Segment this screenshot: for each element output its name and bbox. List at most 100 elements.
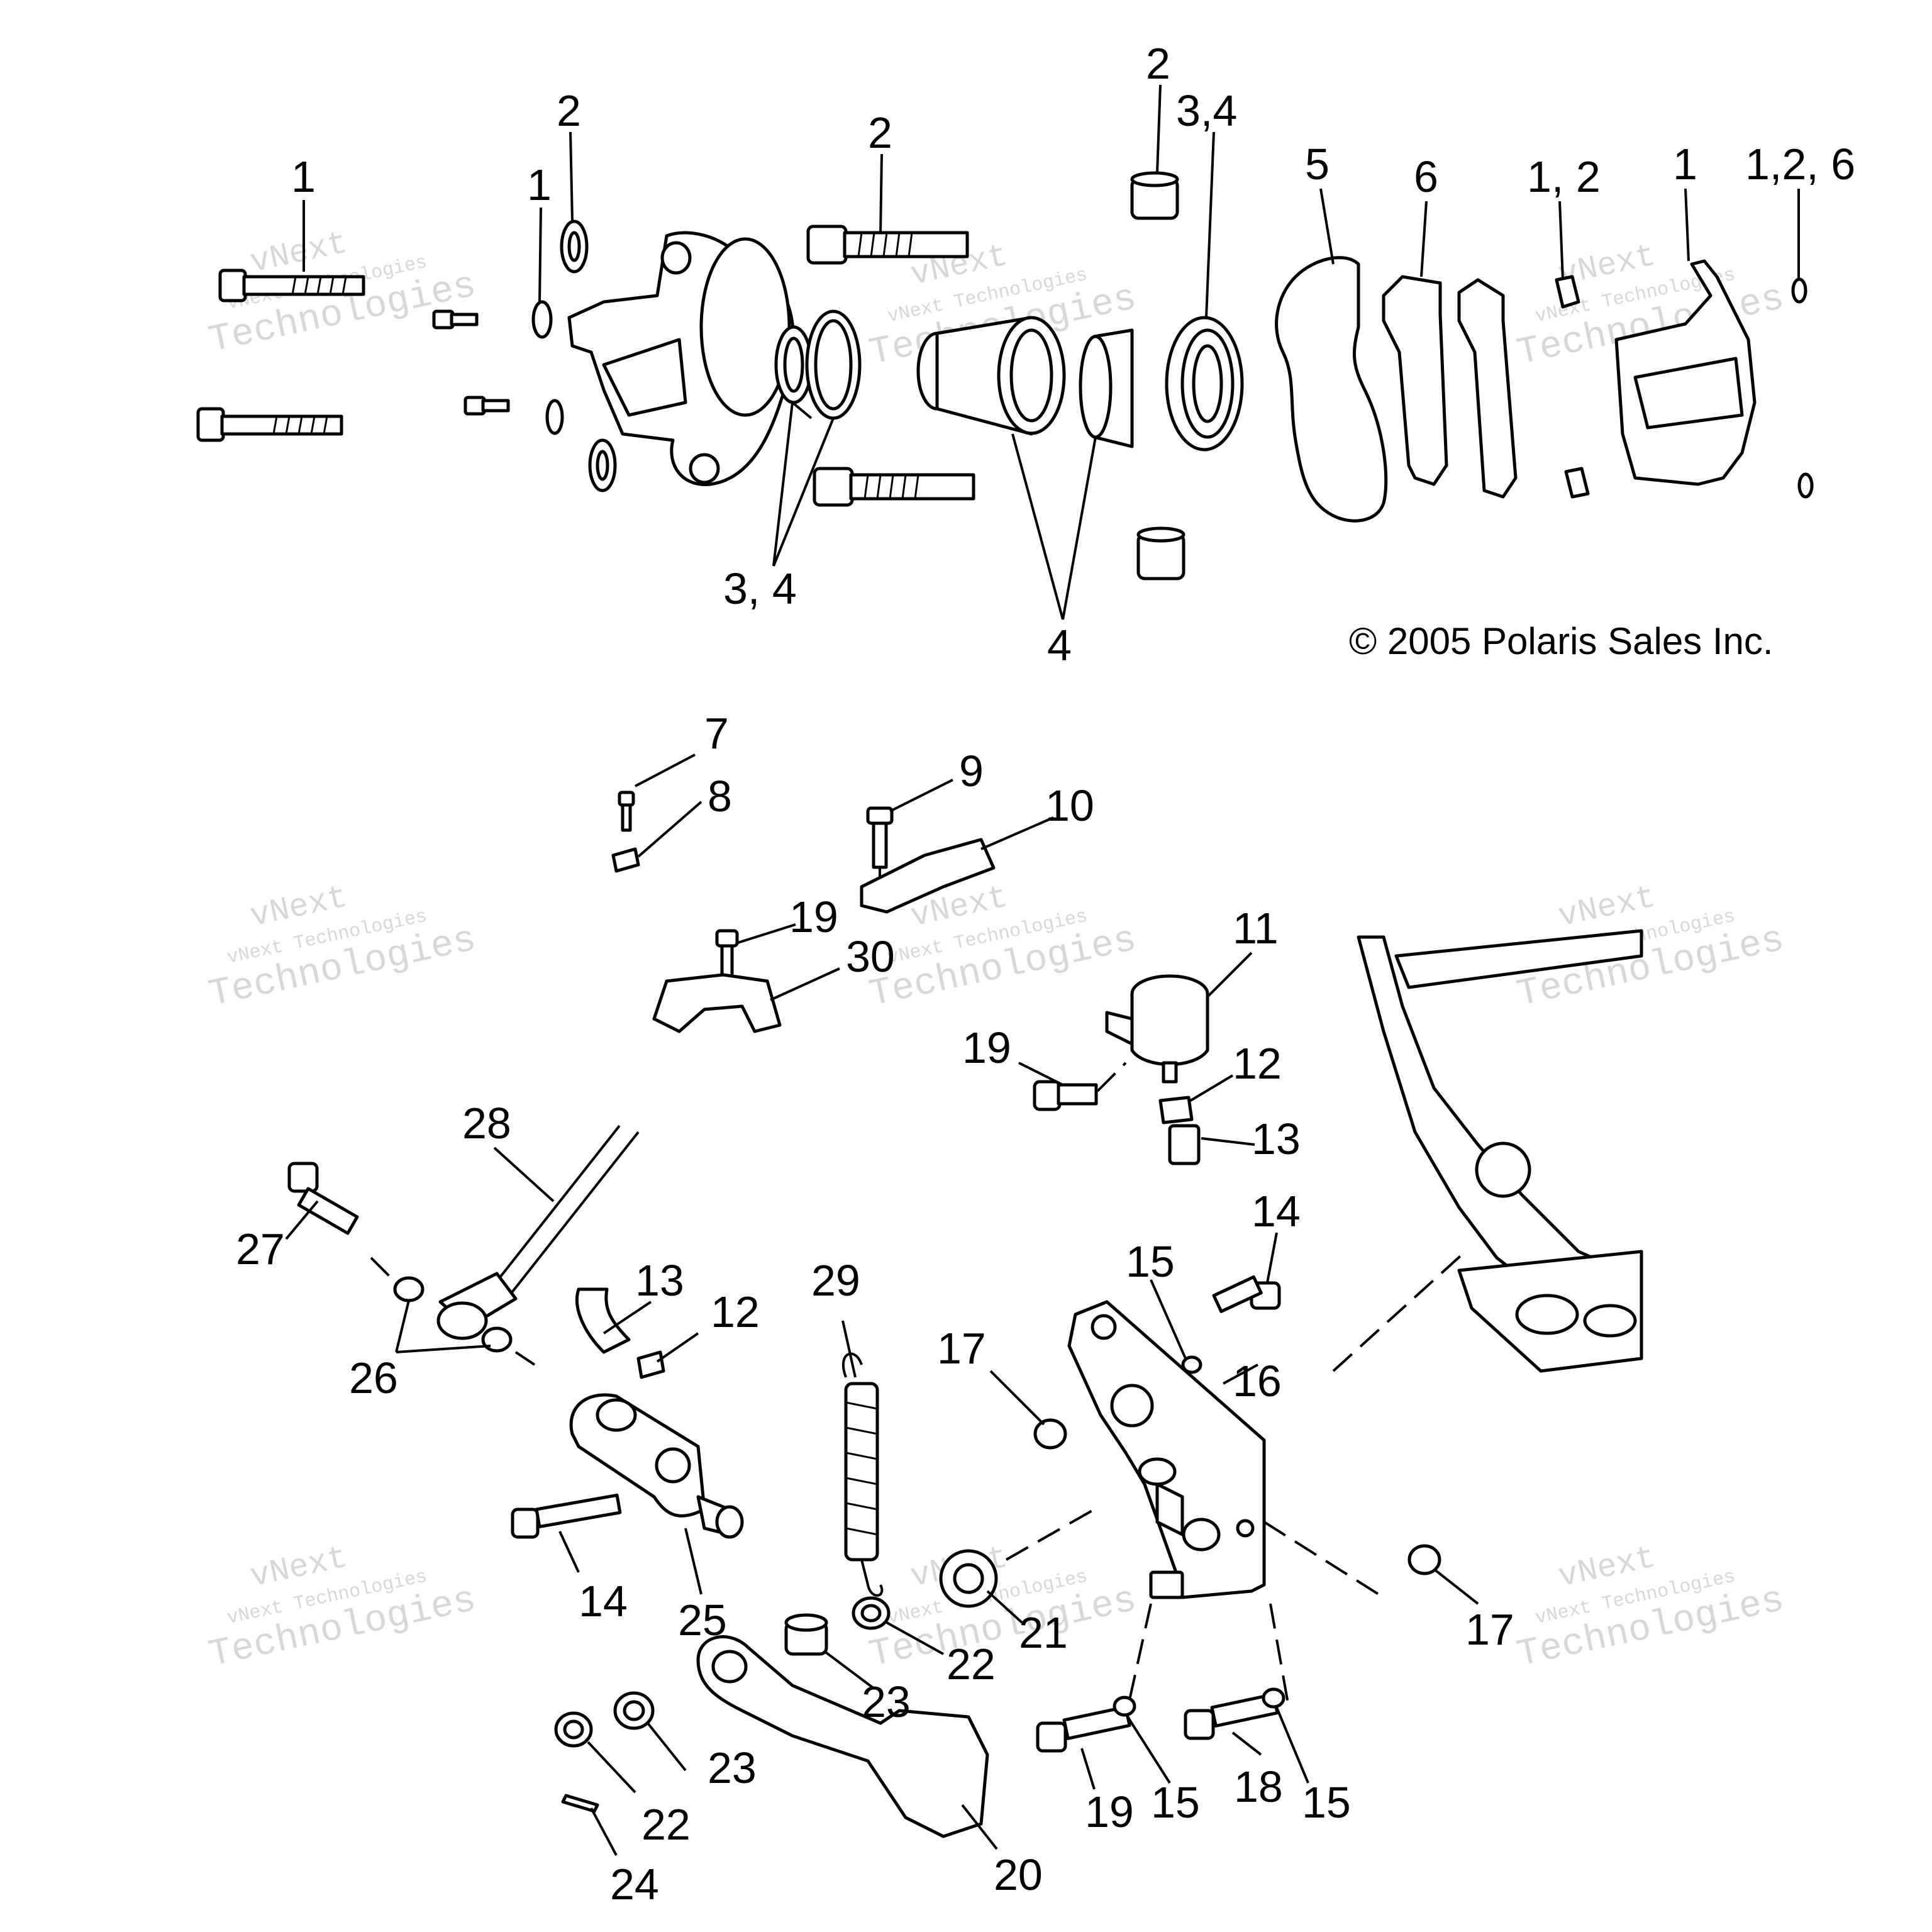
flange-nut [1407,1544,1441,1575]
pedal-bracket [1067,1300,1266,1599]
pivot-bushing [784,1613,828,1656]
sleeve [1564,467,1590,499]
assembly-line [1269,1603,1291,1711]
hose-clamp [1158,1096,1194,1124]
bolt-19-upper [715,929,739,979]
large-seal [1192,344,1223,423]
callout-label: 17 [937,1324,986,1373]
callout-label: 23 [862,1677,911,1726]
bleeder-valve [432,309,479,330]
callout-label: 10 [1045,781,1094,830]
callout-label: 2 [557,86,581,135]
torsion-spring [939,1549,998,1608]
watermark: vNext vNext Technologies Technologies [205,1539,480,1677]
washer-22 [563,1719,584,1740]
callout-label: 20 [994,1850,1043,1899]
bolt-19-reservoir [1033,1062,1127,1111]
callout-label: 7 [704,709,729,758]
callout-label: 1, 2 [1527,152,1601,201]
cotter-pin [561,1794,599,1813]
callout-label: 8 [708,772,732,821]
hose-clamp-lower [636,1350,665,1379]
washer-15 [1113,1696,1136,1717]
callout-label: 22 [641,1800,691,1849]
callout-label: 2 [1146,39,1170,88]
callout-label: 19 [789,892,838,941]
crush-washer [481,1326,513,1353]
bracket-bolt [1212,1275,1281,1313]
watermark: vNext vNext Technologies Technologies [205,879,480,1016]
fluid-reservoir [1105,974,1209,1084]
pedal-pivot [711,1650,748,1684]
assembly-line [1006,1508,1095,1561]
washer-23 [623,1700,645,1721]
screw-small [618,791,635,832]
assembly-line [1263,1521,1385,1599]
callout-label: 18 [1234,1762,1283,1811]
washer [531,300,553,339]
copyright-notice: © 2005 Polaris Sales Inc. [1349,620,1774,662]
brake-line [436,1124,640,1340]
callout-label: 12 [1233,1039,1282,1088]
bushing-upper [1130,171,1179,220]
nut [1797,472,1814,499]
caliper-carrier-rib [1633,357,1744,430]
fluid-hose [1168,1124,1201,1165]
pivot-washer [860,1604,882,1623]
leader-lines [285,84,1800,1856]
callout-label: 4 [1047,621,1072,670]
callout-label: 6 [1414,152,1438,201]
callout-label: 28 [462,1099,511,1148]
callout-label: 25 [678,1596,727,1645]
callout-label: 9 [959,747,984,796]
callout-label: 19 [962,1023,1011,1072]
master-cylinder [569,1393,744,1539]
callout-label: 21 [1019,1608,1068,1657]
brake-pedal [696,1635,989,1838]
washer [545,399,564,435]
piston-seal [783,336,804,393]
slide-pin-lower [813,467,975,507]
callout-label: 15 [1302,1778,1351,1827]
callout-label: 19 [1085,1787,1134,1836]
callout-label: 5 [1305,140,1330,189]
callout-label: 23 [708,1743,757,1792]
callout-label: 24 [610,1860,659,1909]
master-cylinder-bolt [511,1493,622,1539]
piston-cup [1079,328,1134,448]
callout-label: 22 [947,1640,996,1689]
watermark: vNext vNext Technologies Technologies [1513,1539,1788,1677]
callout-label: 13 [635,1256,684,1305]
caliper-bolt-upper [218,269,365,303]
seal-ring [596,450,609,481]
brake-pad-inner [1382,275,1448,486]
banjo-bolt [287,1162,359,1235]
vehicle-frame [1357,929,1643,1373]
return-spring [841,1352,884,1597]
assembly-line [1332,1250,1467,1372]
callout-label: 27 [236,1224,285,1274]
crush-washer [393,1276,425,1302]
bolt-19-lower [1036,1705,1131,1753]
callout-label: 1 [527,160,552,209]
callout-label: 15 [1151,1778,1200,1827]
bleeder-valve [464,396,510,416]
mounting-bracket [1275,256,1388,523]
dust-seal [814,319,853,411]
callout-label: 1 [1673,140,1697,189]
callout-label: 1,2, 6 [1745,140,1855,189]
callout-label: 3,4 [1176,86,1237,135]
bolt-9 [866,806,894,887]
washer-15 [1262,1687,1285,1709]
bushing-lower [1136,526,1185,580]
callout-label: 14 [1252,1187,1301,1236]
callout-label: 29 [811,1256,860,1305]
slide-pin-upper [806,225,969,265]
mount-clamp [652,973,782,1033]
pedal-assembly [287,791,1643,1838]
watermark: vNext vNext Technologies Technologies [1513,879,1788,1016]
nut [1791,277,1807,304]
callout-label: 15 [1126,1237,1175,1286]
callout-label: 12 [711,1287,760,1336]
